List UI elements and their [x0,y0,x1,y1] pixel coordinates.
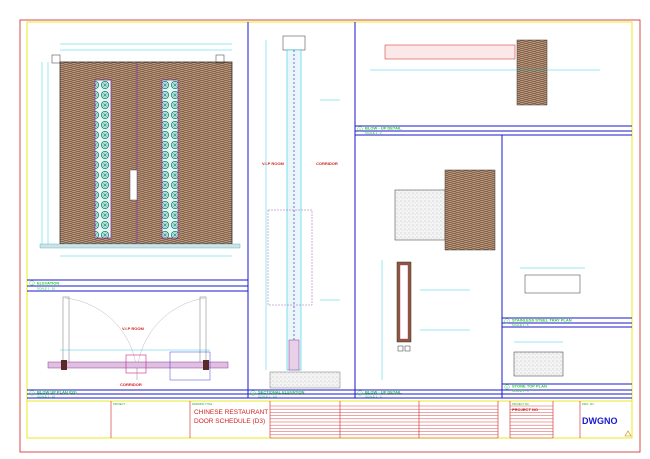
panel-label-stone-top-plan: 8 STONE TOP PLAN SCALE 1 : 5 [504,384,547,393]
svg-text:SCALE 1 : 2: SCALE 1 : 2 [365,131,382,135]
blow-up-detail-top-drawing [370,39,600,106]
tray-plan-drawing [520,267,585,294]
panel-grid [27,22,632,399]
stone-top-plan-drawing [513,341,564,377]
svg-text:3: 3 [252,391,254,395]
sheet-border [19,19,641,453]
svg-text:STONE TOP PLAN: STONE TOP PLAN [512,384,547,389]
room-tag-corridor-section: CORRIDOR [316,161,338,166]
room-tag-vip-section: V.I.P ROOM [262,161,284,166]
blow-up-detail-drawing [381,169,496,380]
dwg-no-label: DWG. NO. [582,402,595,406]
project-no-label: PROJECT NO [512,402,529,406]
svg-text:8: 8 [506,385,508,389]
room-tag-vip: V.I.P ROOM [122,326,144,331]
panel-label-blow-up-detail: 4 BLOW - UP DETAIL SCALE 1 : 2 [357,390,402,399]
panel-label-blow-up-plan: 2 BLOW UP PLAN (D3) SCALE 1 : 10 [29,390,77,399]
project-label: PROJECT : [113,402,127,406]
panel-label-blow-up-detail-top: 5 BLOW - UP DETAIL SCALE 1 : 2 [357,126,402,135]
svg-text:BLOW UP PLAN (D3): BLOW UP PLAN (D3) [37,390,77,395]
svg-text:4: 4 [359,391,361,395]
project-no-value: PROJECT NO [512,407,538,412]
panel-label-sectional-elevation: 3 SECTIONAL ELEVATION SCALE 1 : 5.6 [250,390,305,399]
svg-text:2: 2 [31,391,33,395]
sectional-elevation-drawing [265,35,341,389]
svg-text:SCALE 1 : 5: SCALE 1 : 5 [512,323,529,327]
svg-text:5: 5 [359,127,361,131]
drawing-title-line-1: CHINESE RESTAURANT [194,409,268,416]
svg-text:SCALE 1 : 10: SCALE 1 : 10 [37,287,56,291]
title-block: PROJECT : DRAWING TITLE : CHINESE RESTAU… [27,400,632,439]
svg-text:SCALE 1 : 5: SCALE 1 : 5 [512,389,529,393]
svg-text:SCALE 1 : 10: SCALE 1 : 10 [37,395,56,399]
drawing-title-line-2: DOOR SCHEDULE (D3) [194,418,265,425]
revision-triangle-icon [624,430,632,437]
svg-text:STAINLESS STEEL TRAY PLAN: STAINLESS STEEL TRAY PLAN [512,318,572,323]
svg-text:SCALE 1 : 5.6: SCALE 1 : 5.6 [258,395,277,399]
door-elevation-drawing [39,43,241,257]
panel-label-elevation: 1 ELEVATION SCALE 1 : 10 [29,281,59,291]
svg-text:SECTIONAL ELEVATION: SECTIONAL ELEVATION [258,390,305,395]
svg-text:1: 1 [31,281,33,285]
panel-label-tray-plan: 7 STAINLESS STEEL TRAY PLAN SCALE 1 : 5 [504,318,572,327]
svg-text:BLOW - UP DETAIL: BLOW - UP DETAIL [365,126,402,131]
svg-text:SCALE 1 : 2: SCALE 1 : 2 [365,395,382,399]
dwg-no-value: DWGNO [582,416,618,426]
svg-text:7: 7 [506,319,508,323]
svg-text:ELEVATION: ELEVATION [37,281,59,286]
door-plan-drawing [47,296,229,381]
drawing-title-label: DRAWING TITLE : [192,402,214,406]
room-tag-corridor: CORRIDOR [120,382,142,387]
svg-text:BLOW - UP DETAIL: BLOW - UP DETAIL [365,390,402,395]
